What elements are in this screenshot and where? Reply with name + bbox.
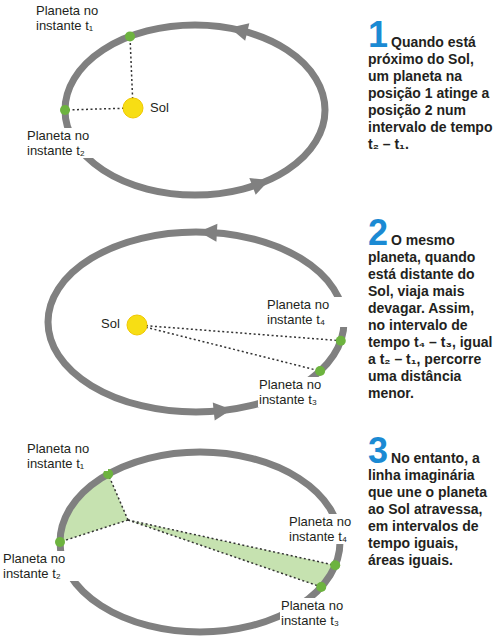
orbit-panel [60,23,325,195]
direction-arrow [199,224,217,242]
planet-label: Planeta no instante t₄ [288,514,372,544]
direction-arrow [249,178,269,195]
planet-label: Planeta no instante t₃ [258,377,342,407]
sun-label: Sol [149,100,170,115]
sun [127,315,147,335]
radius-line [108,474,128,520]
direction-arrow [213,403,232,421]
radius-line [60,520,128,542]
planet-dot [60,105,70,115]
planet-dot [316,582,326,592]
planet-label: Planeta no instante t₁ [35,3,119,33]
step-number: 2 [368,212,388,253]
planet-dot [55,537,65,547]
planet-label: Planeta no instante t₁ [26,441,108,471]
orbit-ellipse [65,25,325,195]
explanation-block: 3No entanto, a linha imaginária que une … [368,438,494,569]
planet-label: Planeta no instante t₄ [266,297,350,327]
sun [123,98,143,118]
explanation-block: 2O mesmo planeta, quando está distante d… [368,220,494,402]
step-number: 1 [368,14,388,55]
planet-label: Planeta no instante t₃ [280,598,364,628]
planet-dot [125,31,135,41]
explanation-text: Quando está próximo do Sol, um planeta n… [368,34,492,152]
explanation-text: No entanto, a linha imaginária que une o… [368,450,487,568]
planet-dot [336,336,346,346]
sun-label: Sol [100,316,121,331]
direction-arrow [230,23,250,41]
radius-line [130,36,133,108]
planet-dot [315,366,325,376]
explanation-text: O mesmo planeta, quando está distante do… [368,232,492,401]
planet-dot [330,560,340,570]
planet-label: Planeta no instante t₂ [26,128,110,158]
explanation-block: 1Quando está próximo do Sol, um planeta … [368,22,494,153]
planet-label: Planeta no instante t₂ [2,551,84,581]
radius-line [137,325,320,371]
step-number: 3 [368,430,388,471]
